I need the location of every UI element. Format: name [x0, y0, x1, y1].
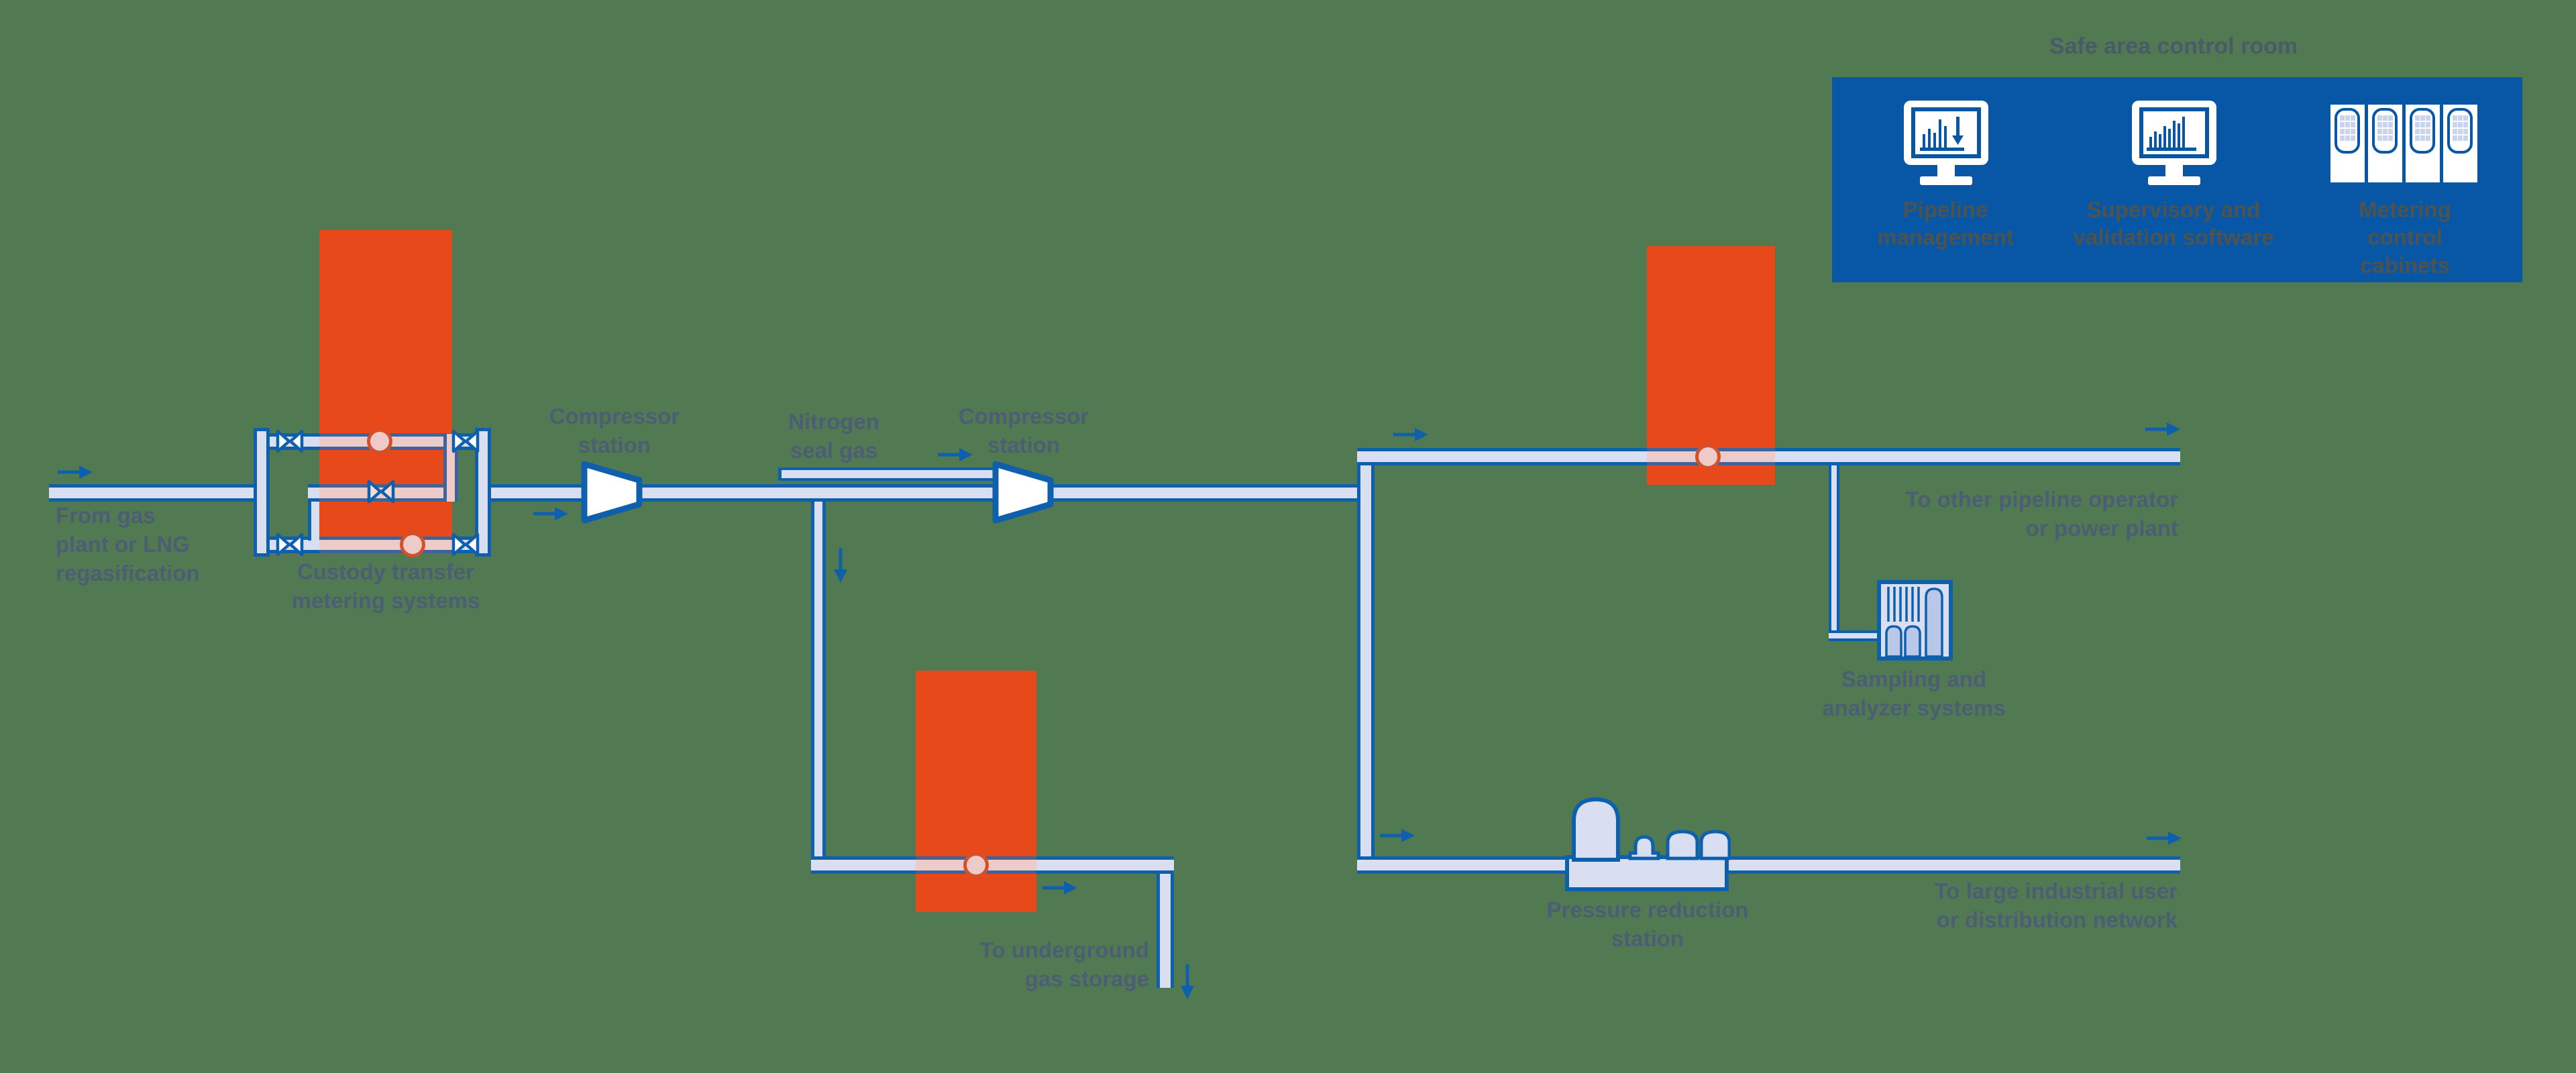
- label-source: From gas plant or LNG regasification: [56, 503, 200, 585]
- flow-arrow-inlet: [58, 464, 93, 480]
- label-compressor-station-2: Compressor station: [958, 404, 1089, 457]
- label-pressure-reduction: Pressure reduction station: [1546, 897, 1749, 951]
- label-nitrogen-seal-gas: Nitrogen seal gas: [788, 409, 879, 463]
- pipe-main-inlet: [49, 484, 254, 502]
- flow-arrow-storage-exit: [1179, 964, 1195, 999]
- flow-meter-storage: [963, 852, 989, 878]
- valve-icon: [451, 428, 480, 455]
- control-room-item-label: Supervisory and validation software: [2073, 197, 2274, 250]
- pipe-sampling-drop: [1829, 465, 1839, 641]
- sampling-analyzer-icon: [1877, 580, 1953, 661]
- control-room-item-label: Pipeline management: [1877, 197, 2014, 250]
- label-compressor-station-1: Compressor station: [549, 404, 680, 457]
- pressure-reduction-icon: [1563, 793, 1731, 895]
- label-underground-storage: To underground gas storage: [979, 938, 1149, 991]
- label-custody-metering: Custody transfer metering systems: [291, 559, 480, 613]
- compressor-icon: [992, 460, 1054, 524]
- pipe-main-4: [1050, 484, 1357, 502]
- pipe-storage-branch: [811, 502, 826, 874]
- control-room-title: Safe area control room: [2049, 34, 2298, 59]
- control-cabinets-icon: [2330, 105, 2477, 182]
- pipe-sampling-stub: [1829, 630, 1880, 641]
- monitor-bar-chart-icon: [2131, 99, 2218, 185]
- pipe-junction-riser: [1357, 448, 1375, 874]
- valve-icon: [275, 428, 305, 455]
- flow-arrow-branch-bottom-end: [2147, 830, 2182, 846]
- flow-arrow-to-compressor: [533, 506, 568, 522]
- label-sampling-analyzer: Sampling and analyzer systems: [1822, 667, 2006, 720]
- flow-arrow-storage-branch: [833, 548, 849, 583]
- flow-meter-top-run: [367, 429, 392, 454]
- pipe-nitrogen: [778, 467, 1001, 481]
- compressor-icon: [581, 460, 643, 524]
- valve-icon-bypass: [366, 478, 396, 505]
- pipe-storage-exit: [1157, 856, 1174, 988]
- flow-arrow-storage-line: [1042, 880, 1077, 896]
- valve-icon: [451, 531, 480, 558]
- pipe-tinted-bottom-run: [319, 536, 452, 553]
- pipe-main-2: [491, 484, 590, 502]
- control-room-item-label: Metering control cabinets: [2359, 197, 2451, 278]
- valve-icon: [275, 531, 305, 558]
- flow-arrow-branch-bottom-start: [1380, 828, 1415, 844]
- label-other-pipeline: To other pipeline operator or power plan…: [1905, 487, 2178, 541]
- label-industrial-user: To large industrial user or distribution…: [1934, 879, 2178, 932]
- flow-meter-branch-top: [1695, 444, 1721, 469]
- pipe-main-3: [636, 484, 998, 502]
- flow-meter-bottom-run: [400, 532, 425, 557]
- pipe-branch-bottom: [1357, 856, 2180, 874]
- monitor-trend-download-icon: [1902, 99, 1990, 185]
- flow-arrow-branch-top-end: [2145, 421, 2180, 437]
- flow-arrow-branch-top-start: [1393, 427, 1428, 443]
- pipe-manifold-left: [254, 428, 270, 557]
